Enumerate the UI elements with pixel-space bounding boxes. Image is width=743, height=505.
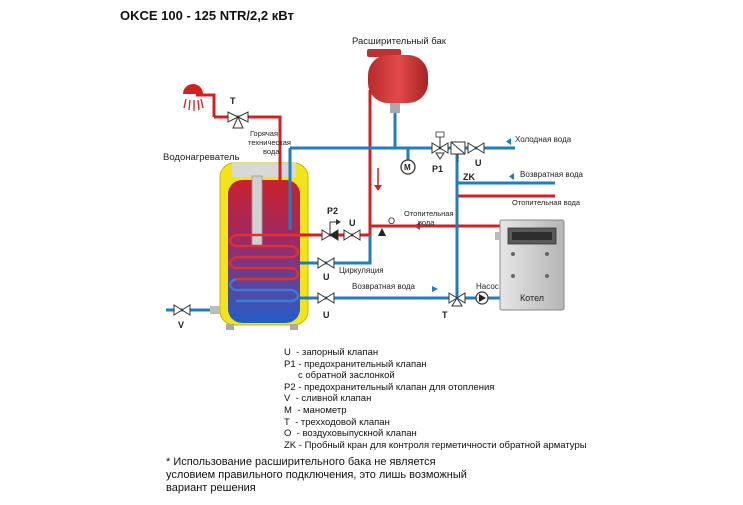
valve-t-bottom-label: T [442, 310, 448, 320]
page-title: OKCE 100 - 125 NTR/2,2 кВт [120, 8, 294, 23]
check-valve-zk [450, 141, 466, 162]
circulation-label: Циркуляция [339, 266, 384, 275]
valve-t-top-label: T [230, 96, 236, 106]
legend-row: T - трехходовой клапан [284, 416, 390, 428]
shower-icon [183, 84, 216, 117]
manometer-symbol: M [404, 163, 411, 172]
heating-water-boiler-label: Отопительная вода [512, 198, 581, 207]
heating-flow-arrow-icon [414, 222, 420, 230]
manometer-icon [400, 159, 416, 175]
legend-row: M - манометр [284, 404, 347, 416]
water-heater-label: Водонагреватель [163, 152, 240, 163]
drain-valve [173, 304, 191, 316]
v-label: V [178, 320, 184, 330]
zk-label: ZK [463, 172, 475, 182]
legend-row: с обратной заслонкой [298, 370, 395, 382]
return-water-bottom-label: Возвратная вода [352, 282, 416, 291]
u-cold-label: U [475, 158, 482, 168]
footnote-line: вариант решения [166, 482, 256, 494]
footnote-line: * Использование расширительного бака не … [166, 456, 436, 468]
expansion-tank [367, 49, 428, 113]
u-circ-label: U [323, 272, 330, 282]
u-p2-label: U [349, 218, 356, 228]
water-heater-tank [219, 162, 309, 330]
three-way-valve-top [227, 111, 249, 129]
p2-label: P2 [327, 206, 338, 216]
legend-row: ZK - Пробный кран для контроля герметичн… [284, 439, 587, 451]
u-return-label: U [323, 310, 330, 320]
shutoff-valve-cold [467, 142, 485, 154]
hot-water-label-3: вода [263, 147, 280, 156]
p1-label: P1 [432, 164, 443, 174]
boiler-label: Котел [520, 293, 544, 303]
three-way-valve-bottom [448, 292, 466, 307]
heating-water-label-1: Отопительная [404, 209, 454, 218]
shutoff-valve-circulation [317, 257, 335, 269]
heating-water-label-2: вода [418, 218, 435, 227]
return-water-top-label: Возвратная вода [520, 170, 584, 179]
legend-row: P2 - предохранительный клапан для отопле… [284, 381, 495, 393]
flow-arrow [374, 168, 382, 191]
return-arrow-icon [509, 173, 514, 180]
legend-row: O - воздуховыпускной клапан [284, 428, 417, 440]
cold-arrow-icon [506, 138, 511, 145]
hot-water-label-1: Горячая [250, 129, 278, 138]
legend-row: P1 - предохранительный клапан [284, 358, 427, 370]
safety-valve-p2 [321, 219, 341, 241]
shutoff-valve-return [317, 292, 335, 304]
pump-label: Насос [476, 282, 499, 291]
return-bottom-arrow-icon [432, 286, 438, 292]
drain-fitting [210, 306, 220, 314]
legend-row: V - сливной клапан [284, 393, 372, 405]
expansion-tank-label: Расширительный бак [352, 36, 447, 47]
legend-row: U - запорный клапан [284, 347, 379, 358]
shutoff-valve-p2 [343, 229, 361, 241]
hot-water-label-2: техническая [248, 138, 291, 147]
footnote-line: условием правильного подключения, это ли… [166, 469, 467, 481]
heating-coil [228, 233, 300, 303]
pump-icon [475, 291, 489, 305]
boiler [495, 219, 565, 311]
o-label: O [388, 216, 395, 226]
footnote: * Использование расширительного бака не … [166, 456, 467, 495]
legend: U - запорный клапан P1 - предохранительн… [284, 347, 587, 451]
cold-water-label: Холодная вода [515, 135, 572, 144]
air-vent-valve [378, 228, 386, 236]
safety-valve-p1 [431, 131, 449, 160]
